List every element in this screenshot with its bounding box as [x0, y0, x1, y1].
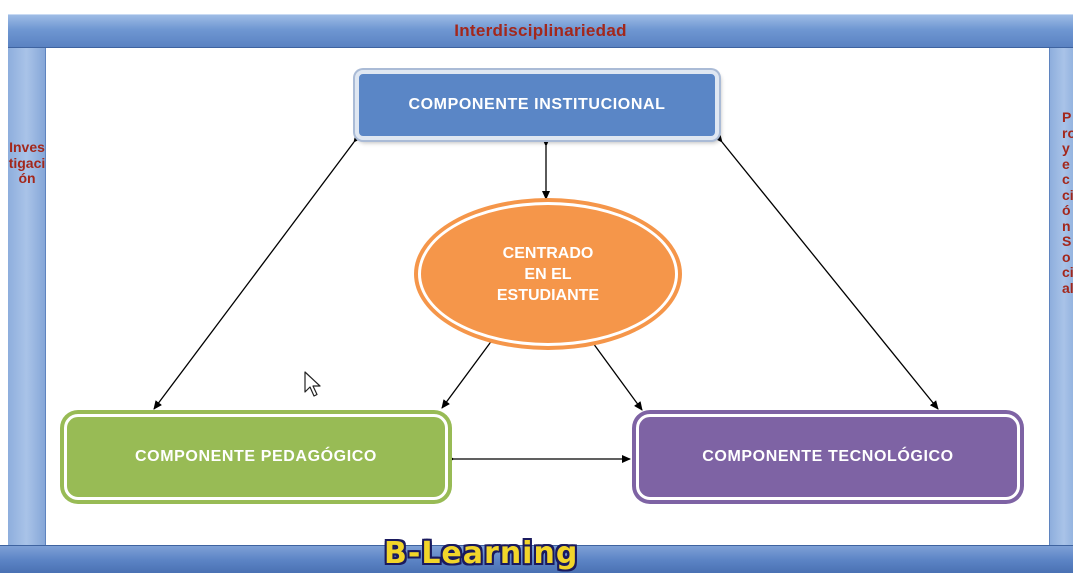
centrado-estudiante-label: CENTRADO EN EL ESTUDIANTE	[496, 244, 600, 304]
right-sidebar: Proyección Social	[1049, 48, 1073, 545]
centrado-estudiante-ellipse: CENTRADO EN EL ESTUDIANTE	[418, 202, 678, 346]
mouse-pointer-icon	[304, 371, 321, 397]
footer-bar	[0, 545, 1073, 573]
left-sidebar-label: Investigación	[8, 139, 46, 186]
left-sidebar: Investigación	[8, 48, 46, 545]
componente-pedagogico-box: COMPONENTE PEDAGÓGICO	[64, 414, 448, 500]
componente-tecnologico-label: COMPONENTE TECNOLÓGICO	[702, 448, 954, 465]
window-top-edge	[0, 0, 1073, 14]
header-title: Interdisciplinariedad	[454, 21, 627, 40]
componente-institucional-label: COMPONENTE INSTITUCIONAL	[408, 96, 666, 113]
componente-pedagogico-label: COMPONENTE PEDAGÓGICO	[135, 448, 377, 465]
header-bar: Interdisciplinariedad	[8, 14, 1073, 48]
componente-tecnologico-box: COMPONENTE TECNOLÓGICO	[636, 414, 1020, 500]
componente-institucional-box: COMPONENTE INSTITUCIONAL	[355, 70, 719, 140]
right-sidebar-label: Proyección Social	[1062, 109, 1073, 296]
brand-logo: B-Learning	[384, 536, 579, 571]
